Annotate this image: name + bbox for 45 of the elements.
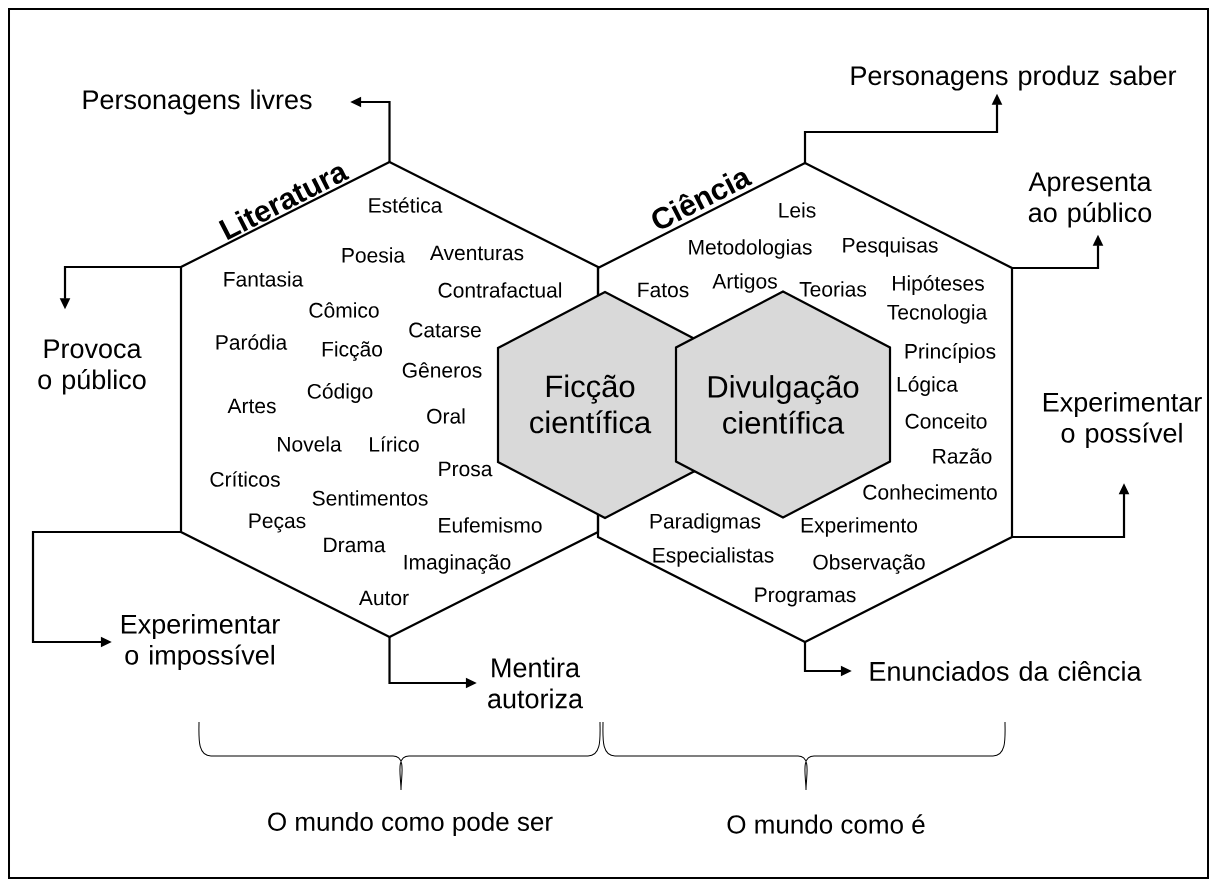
- keyword: Poesia: [342, 247, 406, 263]
- outcome-label: Provoca o público: [38, 339, 146, 395]
- outcome-label: Experimentar o impossível: [121, 613, 280, 671]
- bracket-caption: O mundo como pode ser: [268, 811, 553, 837]
- outcome-label: Personagens livres: [83, 89, 312, 115]
- keyword: Experimento: [801, 517, 918, 537]
- keyword: Conceito: [905, 413, 987, 429]
- keyword: Estética: [369, 197, 443, 213]
- outcome-label: Apresenta ao público: [1028, 172, 1152, 228]
- keyword: Ficção: [322, 341, 383, 361]
- keyword: Aventuras: [429, 245, 524, 261]
- keyword: Autor: [358, 590, 409, 606]
- bracket-caption: O mundo como é: [727, 814, 925, 834]
- keyword: Catarse: [409, 322, 481, 338]
- keyword: Metodologias: [689, 239, 812, 259]
- keyword: Código: [307, 383, 373, 403]
- keyword: Paródia: [216, 334, 288, 350]
- keyword: Hipóteses: [893, 275, 984, 295]
- keyword: Especialistas: [653, 547, 774, 567]
- keyword: Observação: [813, 554, 925, 574]
- keyword: Pesquisas: [843, 237, 938, 257]
- keyword: Eufemismo: [439, 517, 542, 533]
- keyword: Artigos: [712, 273, 777, 293]
- outcome-label: Mentira autoriza: [488, 657, 584, 709]
- outcome-label: Enunciados da ciência: [870, 661, 1142, 681]
- keyword: Artes: [227, 398, 276, 414]
- keyword: Imaginação: [404, 554, 511, 574]
- keyword: Peças: [249, 513, 306, 533]
- outcome-label: Experimentar o possível: [1043, 391, 1202, 449]
- keyword: Fantasia: [224, 271, 304, 287]
- keyword: Programas: [755, 587, 856, 607]
- keyword: Sentimentos: [312, 490, 428, 506]
- keyword: Lírico: [370, 436, 419, 452]
- keyword: Drama: [324, 537, 386, 553]
- keyword: Novela: [278, 436, 342, 452]
- keyword: Leis: [779, 202, 816, 218]
- keyword: Prosa: [439, 461, 493, 477]
- outcome-label: Personagens produz saber: [851, 65, 1177, 91]
- keyword: Críticos: [210, 471, 280, 487]
- keyword: Lógica: [897, 376, 958, 396]
- keyword: Razão: [933, 448, 992, 464]
- keyword: Oral: [427, 408, 465, 424]
- keyword: Gêneros: [402, 362, 482, 378]
- keyword: Princípios: [905, 343, 996, 363]
- keyword: Cômico: [309, 302, 379, 318]
